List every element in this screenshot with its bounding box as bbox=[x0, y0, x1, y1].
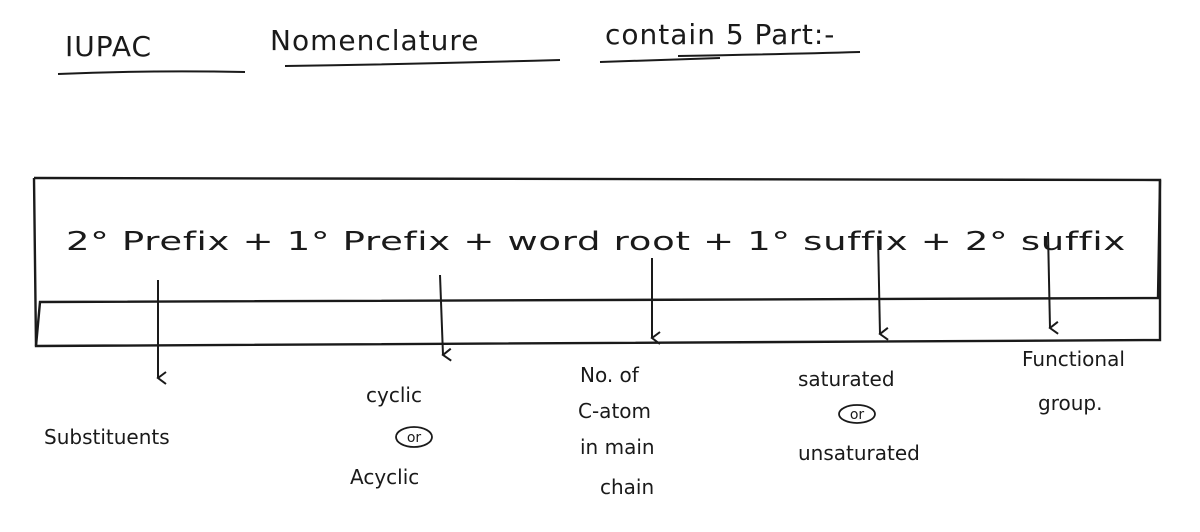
formula-box bbox=[33, 176, 1162, 347]
no-of-label: No. of bbox=[580, 363, 640, 387]
chain-label: chain bbox=[600, 475, 654, 499]
or-text-suffix: or bbox=[850, 407, 865, 423]
unsaturated-label: unsaturated bbox=[798, 441, 920, 465]
functional-label: Functional bbox=[1022, 347, 1125, 371]
arrow-1-prefix bbox=[439, 274, 452, 362]
title-underline-4 bbox=[677, 51, 861, 57]
formula-box-left bbox=[32, 177, 1162, 348]
arrows bbox=[156, 231, 1059, 385]
saturated-label: saturated bbox=[798, 367, 895, 391]
acyclic-label: Acyclic bbox=[350, 465, 419, 489]
arrow-1-suffix bbox=[877, 235, 889, 341]
cyclic-label: cyclic bbox=[366, 383, 422, 407]
or-text-prefix: or bbox=[407, 430, 422, 446]
in-main-label: in main bbox=[580, 435, 655, 459]
part-2-prefix-label: Substituents bbox=[44, 425, 170, 449]
title: IUPAC Nomenclature contain 5 Part:- bbox=[57, 18, 861, 75]
c-atom-label: C-atom bbox=[578, 399, 651, 423]
part-1-suffix-label: saturated or unsaturated bbox=[798, 367, 920, 465]
part-word-root-label: No. of C-atom in main chain bbox=[578, 363, 655, 499]
part-2-suffix-label: Functional group. bbox=[1022, 347, 1125, 415]
title-contain-parts: contain 5 Part:- bbox=[605, 18, 835, 51]
arrow-2-suffix bbox=[1047, 231, 1059, 335]
title-nomenclature: Nomenclature bbox=[270, 24, 480, 57]
formula-text: 2° Prefix + 1° Prefix + word root + 1° s… bbox=[66, 227, 1126, 257]
title-underline-1 bbox=[57, 70, 246, 75]
part-1-prefix-label: cyclic or Acyclic bbox=[350, 383, 433, 489]
title-underline-2 bbox=[284, 59, 561, 67]
title-iupac: IUPAC bbox=[65, 30, 152, 63]
title-underline-3 bbox=[599, 57, 721, 63]
group-label: group. bbox=[1038, 391, 1102, 415]
or-circle-prefix bbox=[395, 426, 433, 448]
or-circle-suffix bbox=[838, 404, 876, 424]
substituents-label: Substituents bbox=[44, 425, 170, 449]
